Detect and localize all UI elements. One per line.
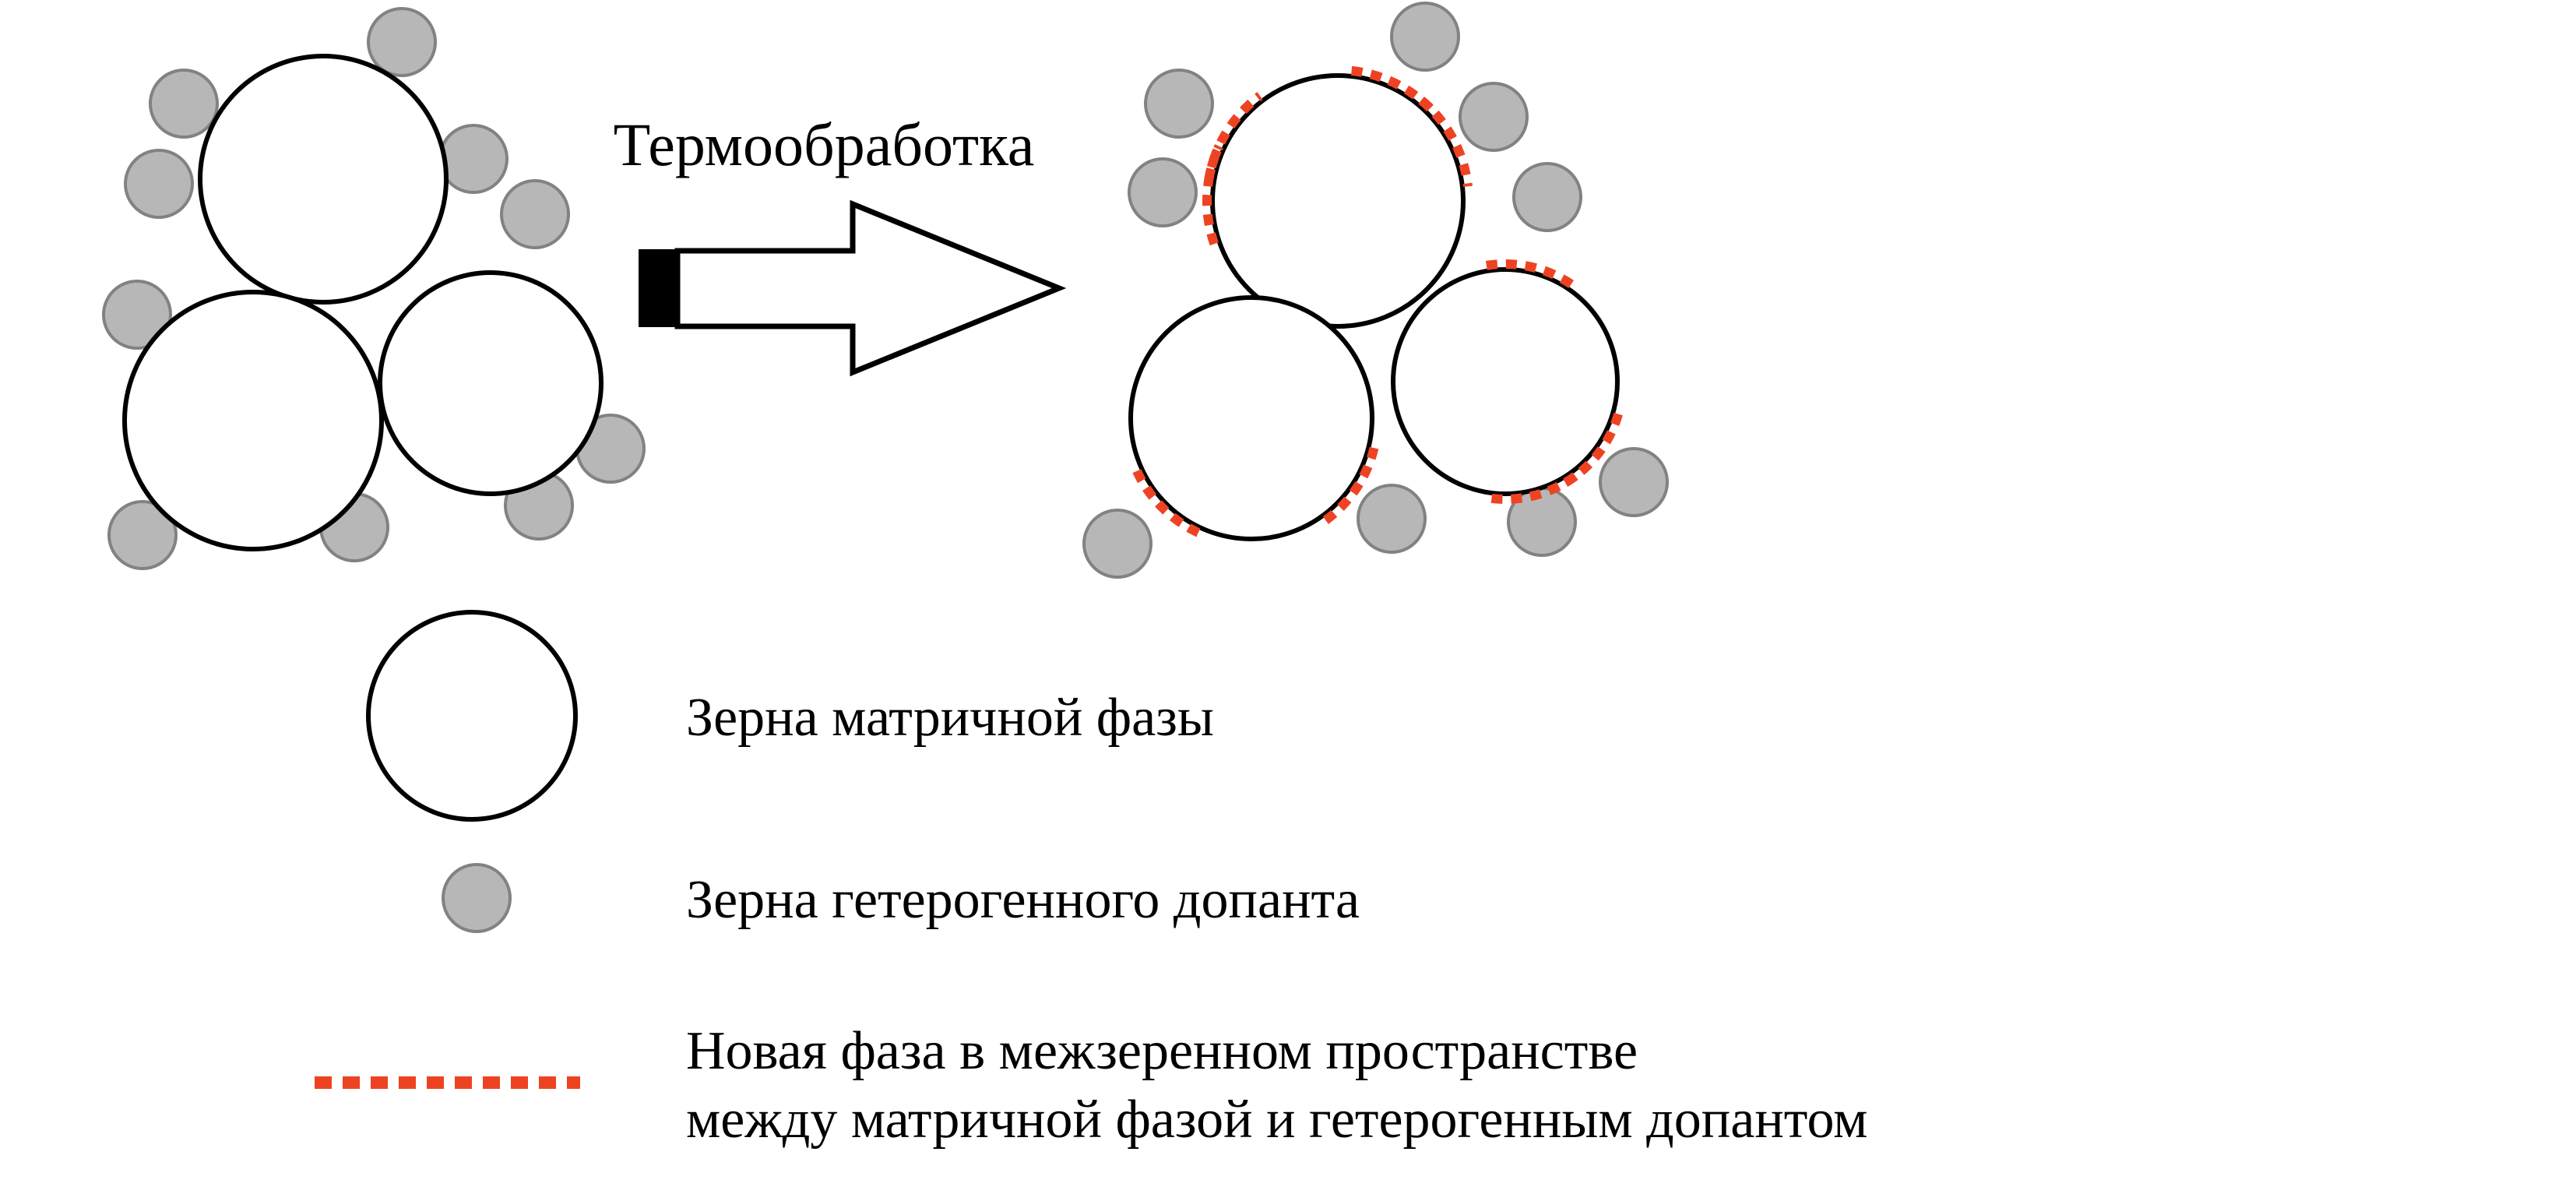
dopant-grain (107, 500, 178, 570)
before-cluster (102, 7, 646, 570)
dopant-grain (1512, 162, 1582, 232)
arrow-tail (639, 249, 677, 327)
legend-new-phase-label-line1: Новая фаза в межзеренном пространстве (686, 1021, 1638, 1081)
process-label: Термообработка (614, 111, 1035, 178)
legend-dopant-symbol (442, 863, 512, 933)
dopant-grain (367, 7, 437, 77)
dopant-grain (124, 149, 194, 219)
dopant-grain (149, 69, 219, 139)
matrix-grain (198, 54, 449, 305)
dopant-grain (1082, 509, 1153, 579)
matrix-grain (1391, 267, 1620, 496)
dopant-grain (500, 179, 570, 249)
matrix-grain (1210, 73, 1466, 329)
dopant-grain (1357, 484, 1427, 554)
after-cluster (1082, 2, 1669, 579)
matrix-grain (378, 270, 604, 496)
process-arrow: Термообработка (614, 111, 1067, 377)
dopant-grain (1390, 2, 1460, 72)
new-phase-arc (1485, 259, 1575, 289)
legend: Зерна матричной фазы Зерна гетерогенного… (315, 610, 1867, 1150)
new-phase-arc (1489, 472, 1578, 504)
legend-matrix-symbol (366, 610, 578, 822)
dopant-grain (1459, 82, 1529, 152)
dopant-grain (1128, 157, 1198, 227)
arrow-body (674, 199, 1067, 377)
new-phase-arc (1316, 446, 1379, 529)
legend-new-phase-label-line2: между матричной фазой и гетерогенным доп… (686, 1090, 1867, 1150)
matrix-grain (1128, 295, 1374, 541)
dopant-grain (102, 280, 172, 350)
dopant-grain (1144, 69, 1214, 139)
dopant-grain (438, 124, 509, 194)
legend-dopant-label: Зерна гетерогенного допанта (686, 870, 1360, 930)
dopant-grain (1599, 447, 1669, 517)
new-phase-arc (1129, 461, 1201, 537)
matrix-grain (122, 290, 384, 551)
legend-matrix-label: Зерна матричной фазы (686, 688, 1214, 748)
